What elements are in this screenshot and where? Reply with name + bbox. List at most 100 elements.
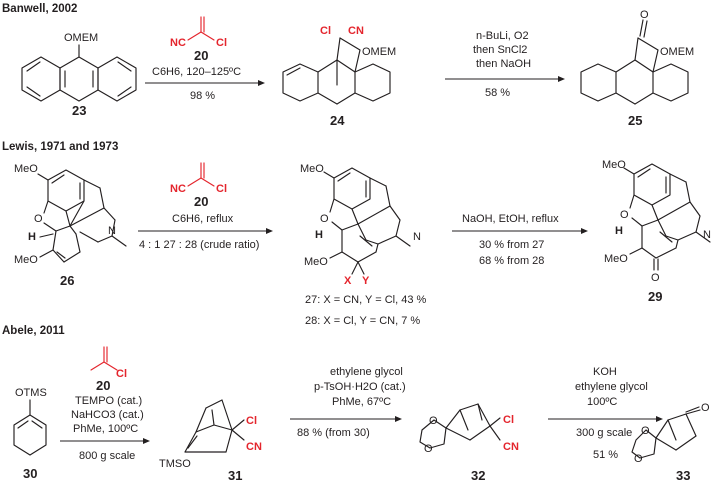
compound-33-o-bottom: O <box>634 453 643 465</box>
conditions-abele-1-line3: PhMe, 100ºC <box>73 423 138 435</box>
yield-banwell-2: 58 % <box>485 87 510 99</box>
compound-27-h: H <box>315 229 323 241</box>
reagent-20-number-2: 20 <box>194 194 208 209</box>
section-header-lewis: Lewis, 1971 and 1973 <box>2 141 118 153</box>
reagent-20-cl-label: Cl <box>216 37 227 49</box>
compound-27-y: Y <box>362 275 370 287</box>
arrowhead-3 <box>266 228 273 234</box>
compound-24-number: 24 <box>330 113 345 128</box>
compound-28-legend: 28: X = Cl, Y = CN, 7 % <box>305 315 420 327</box>
compound-26-structure <box>37 169 127 263</box>
compound-33-structure <box>631 406 701 459</box>
compound-29-h: H <box>615 225 623 237</box>
reagent-20-number: 20 <box>194 48 208 63</box>
compound-31-structure <box>184 399 245 453</box>
compound-29-meo-top: MeO <box>602 159 626 171</box>
conditions-abele-3-line1: KOH <box>593 366 617 378</box>
compound-30-otms: OTMS <box>15 387 47 399</box>
conditions-banwell-2-line3: then NaOH <box>476 58 531 70</box>
arrowhead-1 <box>258 80 265 86</box>
yield-lewis-a: 30 % from 27 <box>479 239 544 251</box>
compound-24-cn-label: CN <box>348 25 364 37</box>
compound-26-meo-top: MeO <box>14 163 38 175</box>
compound-29-o: O <box>620 209 629 221</box>
compound-26-o: O <box>34 213 43 225</box>
conditions-abele-3-line2: ethylene glycol <box>575 381 648 393</box>
compound-31-cl: Cl <box>246 415 257 427</box>
compound-31-cn: CN <box>246 441 262 453</box>
reagent-20-structure-2 <box>187 162 215 187</box>
compound-26-number: 26 <box>60 273 74 288</box>
compound-27-28-structure <box>323 167 411 275</box>
arrowhead-4 <box>581 228 588 234</box>
compound-27-o: O <box>320 213 329 225</box>
compound-24-cl-label: Cl <box>320 25 331 37</box>
compound-32-o-top: O <box>429 415 438 427</box>
reagent-20-nc-label: NC <box>170 37 186 49</box>
compound-27-legend: 27: X = CN, Y = Cl, 43 % <box>305 294 426 306</box>
conditions-abele-1-line2: NaHCO3 (cat.) <box>71 409 144 421</box>
conditions-banwell-1: C6H6, 120–125ºC <box>152 66 241 78</box>
compound-26-h: H <box>28 231 36 243</box>
compound-30-structure <box>13 399 47 456</box>
compound-31-tmso: TMSO <box>159 458 191 470</box>
compound-27-x: X <box>344 275 352 287</box>
conditions-abele-2-line1: ethylene glycol <box>330 366 403 378</box>
compound-23-structure <box>21 44 137 102</box>
compound-29-meo-bottom: MeO <box>604 253 628 265</box>
conditions-banwell-2-line2: then SnCl2 <box>473 44 527 56</box>
yield-lewis-b: 68 % from 28 <box>479 255 544 267</box>
scale-abele-1: 800 g scale <box>79 450 135 462</box>
scale-abele-3: 300 g scale <box>576 427 632 439</box>
arrowhead-7 <box>656 416 663 422</box>
compound-30-number: 30 <box>23 466 37 481</box>
compound-25-structure <box>580 19 689 105</box>
compound-24-structure <box>282 37 391 105</box>
conditions-abele-2-line2: p-TsOH·H2O (cat.) <box>314 381 406 393</box>
ratio-lewis: 4 : 1 27 : 28 (crude ratio) <box>139 239 259 251</box>
reagent-20-structure <box>187 16 215 41</box>
reagent-20-structure-3 <box>90 346 118 371</box>
reagent-20-nc-label-2: NC <box>170 183 186 195</box>
compound-23-number: 23 <box>72 103 86 118</box>
reagent-20-number-3: 20 <box>96 378 110 393</box>
compound-33-ketone-o: O <box>701 402 710 414</box>
compound-29-n: N <box>703 229 711 241</box>
section-header-abele: Abele, 2011 <box>2 325 65 337</box>
compound-27-meo-bottom: MeO <box>304 256 328 268</box>
compound-26-n: N <box>108 225 116 237</box>
compound-31-number: 31 <box>228 468 242 483</box>
compound-32-cl: Cl <box>503 414 514 426</box>
compound-32-structure <box>419 403 501 449</box>
conditions-abele-2-line3: PhMe, 67ºC <box>332 396 391 408</box>
conditions-lewis-2: NaOH, EtOH, reflux <box>462 213 559 225</box>
compound-25-omem-label: OMEM <box>660 46 694 58</box>
conditions-banwell-2-line1: n-BuLi, O2 <box>476 30 529 42</box>
compound-33-o-top: O <box>641 425 650 437</box>
compound-29-number: 29 <box>648 289 662 304</box>
compound-29-structure <box>623 163 711 271</box>
arrowhead-2 <box>558 76 565 82</box>
compound-26-meo-bottom: MeO <box>14 254 38 266</box>
arrowhead-6 <box>395 416 402 422</box>
compound-32-number: 32 <box>471 468 485 483</box>
yield-abele-3: 51 % <box>593 449 618 461</box>
compound-23-omem-label: OMEM <box>64 32 98 44</box>
conditions-abele-1-line1: TEMPO (cat.) <box>75 395 142 407</box>
yield-banwell-1: 98 % <box>190 90 215 102</box>
compound-25-ketone-o: O <box>640 9 649 21</box>
compound-32-cn: CN <box>503 441 519 453</box>
conditions-lewis-1: C6H6, reflux <box>172 213 234 225</box>
compound-33-number: 33 <box>676 468 690 483</box>
yield-abele-2: 88 % (from 30) <box>297 427 370 439</box>
compound-25-number: 25 <box>628 113 642 128</box>
reagent-20-cl-label-2: Cl <box>216 183 227 195</box>
compound-24-omem-label: OMEM <box>362 46 396 58</box>
section-header-banwell: Banwell, 2002 <box>2 3 77 15</box>
conditions-abele-3-line3: 100ºC <box>587 396 617 408</box>
compound-29-ketone-o: O <box>651 272 660 284</box>
arrowhead-5 <box>143 438 150 444</box>
compound-27-meo-top: MeO <box>300 163 324 175</box>
reagent-20-cl-label-3: Cl <box>116 368 127 380</box>
